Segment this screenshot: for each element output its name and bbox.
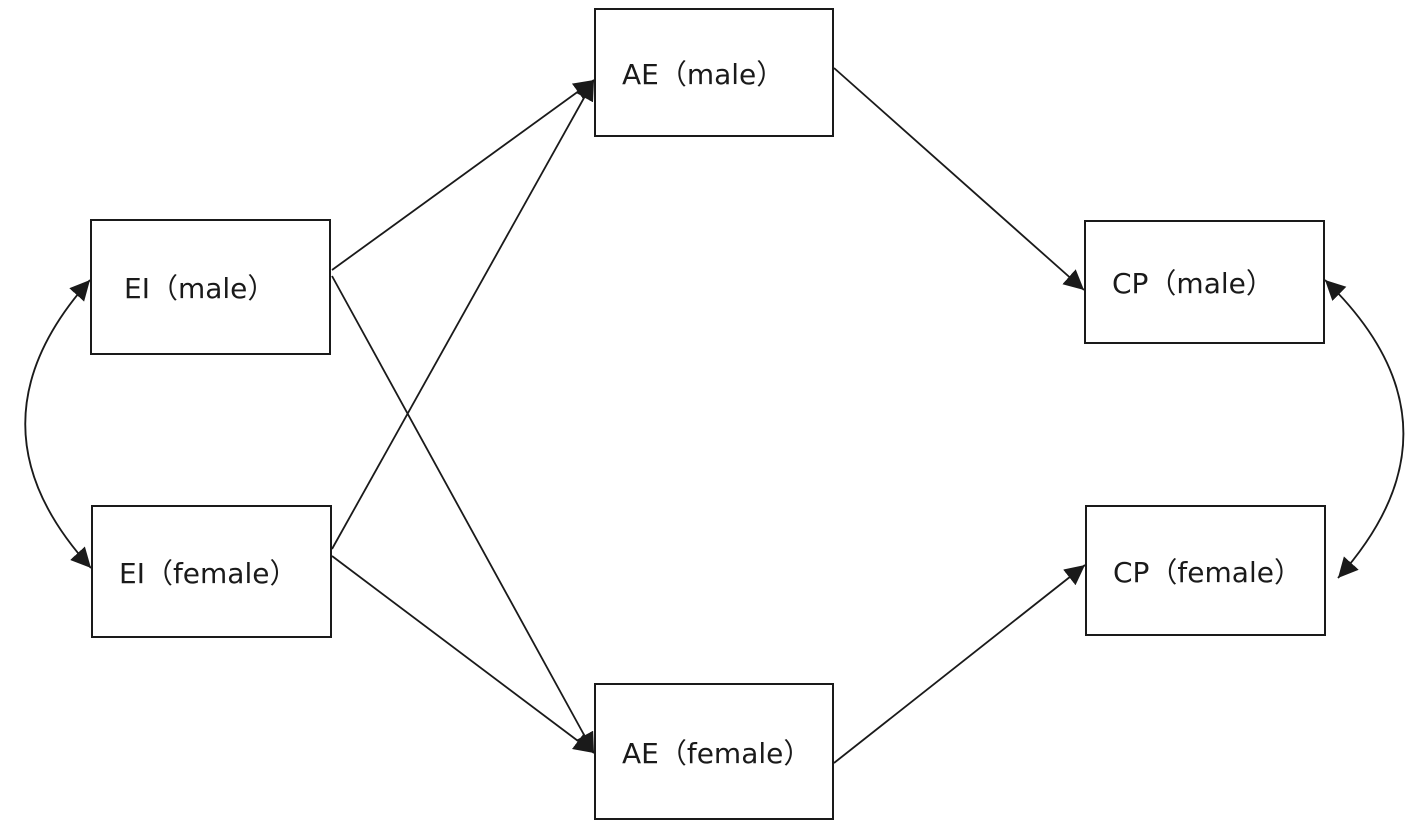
arrow-ei-female-to-ae-male	[331, 79, 595, 550]
arrow-ae-male-to-cp-male	[833, 67, 1085, 291]
node-ae-female-label: AE（female）	[622, 736, 812, 770]
node-cp-male: CP（male）	[1084, 220, 1325, 344]
arrow-ei-male-to-ae-male	[331, 79, 595, 271]
node-ei-female: EI（female）	[91, 505, 332, 638]
covariance-cp-male-cp-female	[1324, 279, 1405, 579]
node-cp-male-label: CP（male）	[1112, 267, 1274, 300]
arrow-ei-male-to-ae-female	[331, 275, 595, 754]
node-ae-male-label: AE（male）	[622, 57, 785, 91]
node-cp-female-label: CP（female）	[1113, 555, 1302, 589]
node-ae-male: AE（male）	[594, 8, 834, 137]
node-ae-female: AE（female）	[594, 683, 834, 820]
node-ei-male: EI（male）	[90, 219, 331, 355]
covariance-ei-male-ei-female	[24, 279, 92, 569]
node-ei-male-label: EI（male）	[124, 272, 276, 305]
arrow-ei-female-to-ae-female	[331, 555, 595, 754]
node-cp-female: CP（female）	[1085, 505, 1326, 636]
node-ei-female-label: EI（female）	[119, 556, 298, 590]
arrow-ae-female-to-cp-female	[833, 564, 1086, 764]
